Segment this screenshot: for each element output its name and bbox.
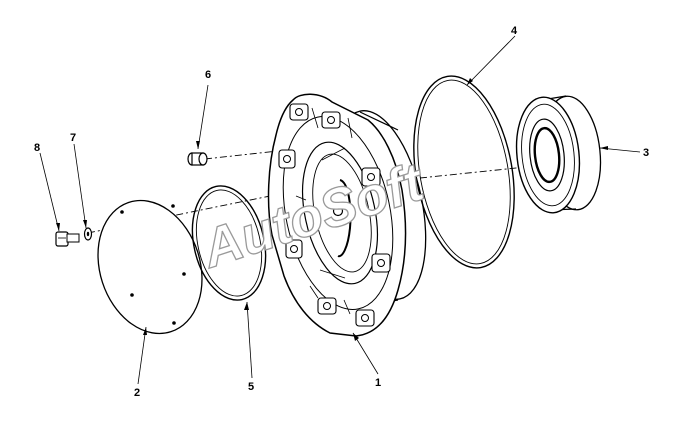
callout-4: 4	[511, 25, 518, 37]
callout-5: 5	[248, 381, 254, 393]
callout-1: 1	[375, 377, 381, 389]
leader-lines	[39, 35, 641, 385]
plug-part	[187, 152, 208, 166]
bolt-part	[55, 231, 80, 247]
callout-3: 3	[643, 147, 649, 159]
callout-labels: 4 6 7 8 3 2 5 1	[34, 25, 649, 399]
bearing-part	[515, 95, 602, 214]
hub-housing-part	[267, 93, 427, 337]
flange-bolt-bosses	[278, 103, 391, 327]
callout-6: 6	[205, 69, 211, 81]
washer-part	[83, 227, 93, 241]
cover-plate-part	[97, 199, 203, 335]
callout-7: 7	[70, 132, 76, 144]
callout-8: 8	[34, 142, 40, 154]
large-seal-ring-part	[413, 75, 515, 269]
gasket-ring-part	[191, 185, 267, 301]
callout-2: 2	[134, 387, 140, 399]
